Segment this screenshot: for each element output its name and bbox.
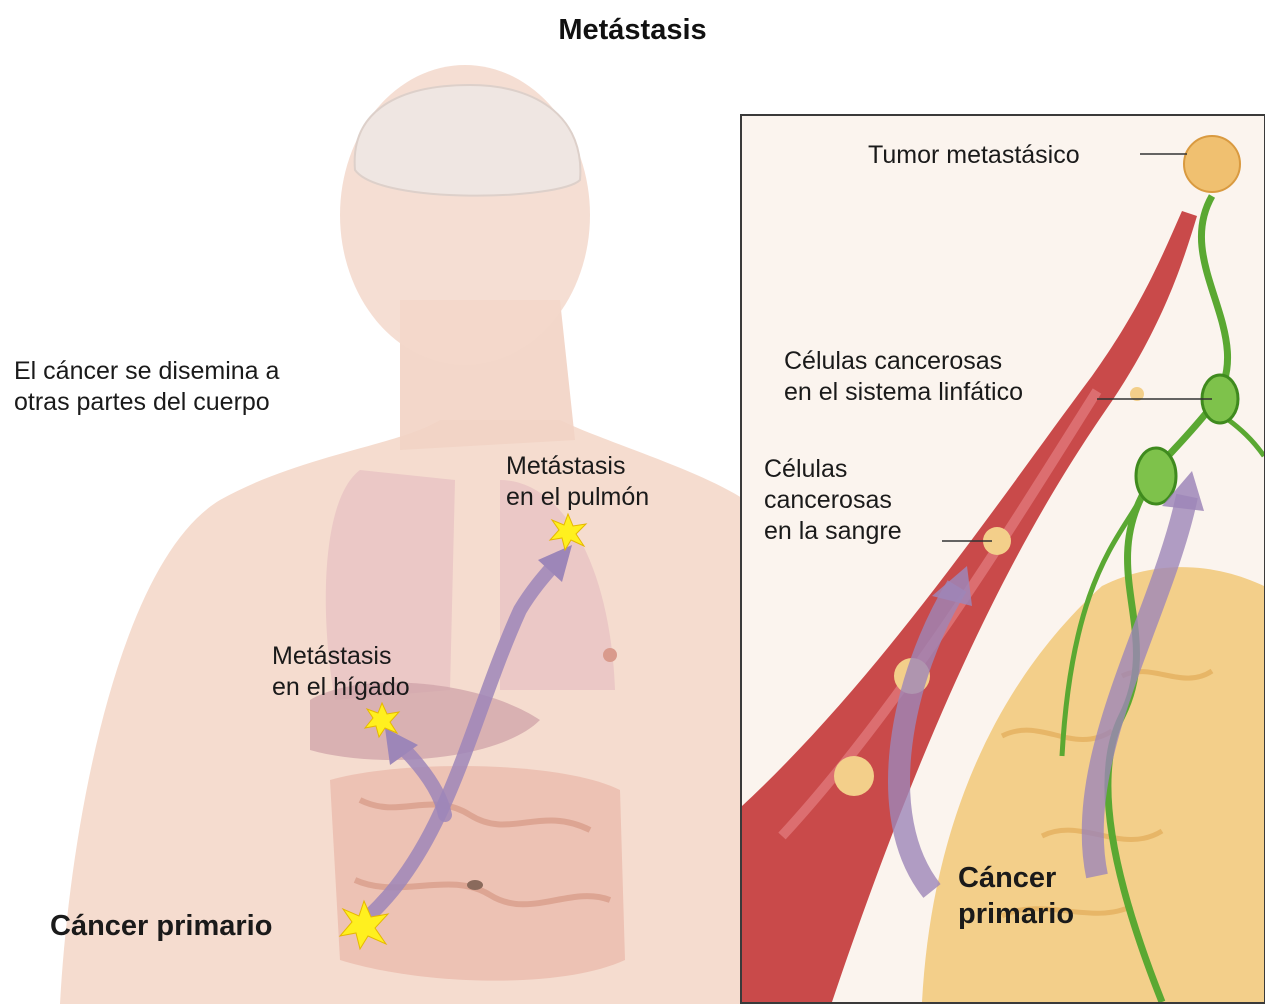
inset-primary-cancer-label: Cáncer primario bbox=[958, 860, 1074, 932]
blood-cells-label: Células cancerosas en la sangre bbox=[764, 454, 902, 547]
liver-metastasis-label: Metástasis en el hígado bbox=[272, 641, 410, 703]
lung-metastasis-label: Metástasis en el pulmón bbox=[506, 451, 649, 513]
lymph-cells-label: Células cancerosas en el sistema linfáti… bbox=[784, 346, 1023, 408]
navel bbox=[467, 880, 483, 890]
blood-cancer-cell bbox=[834, 756, 874, 796]
primary-cancer-label: Cáncer primario bbox=[50, 908, 272, 944]
metastatic-tumor-blob bbox=[1184, 136, 1240, 192]
spread-caption: El cáncer se disemina a otras partes del… bbox=[14, 356, 279, 418]
diagram-title: Metástasis bbox=[0, 14, 1265, 47]
lymph-node-lower bbox=[1136, 448, 1176, 504]
nipple bbox=[603, 648, 617, 662]
intestines bbox=[330, 766, 625, 981]
metastatic-tumor-label: Tumor metastásico bbox=[868, 140, 1080, 171]
inset-panel: Tumor metastásico Células cancerosas en … bbox=[740, 114, 1265, 1004]
